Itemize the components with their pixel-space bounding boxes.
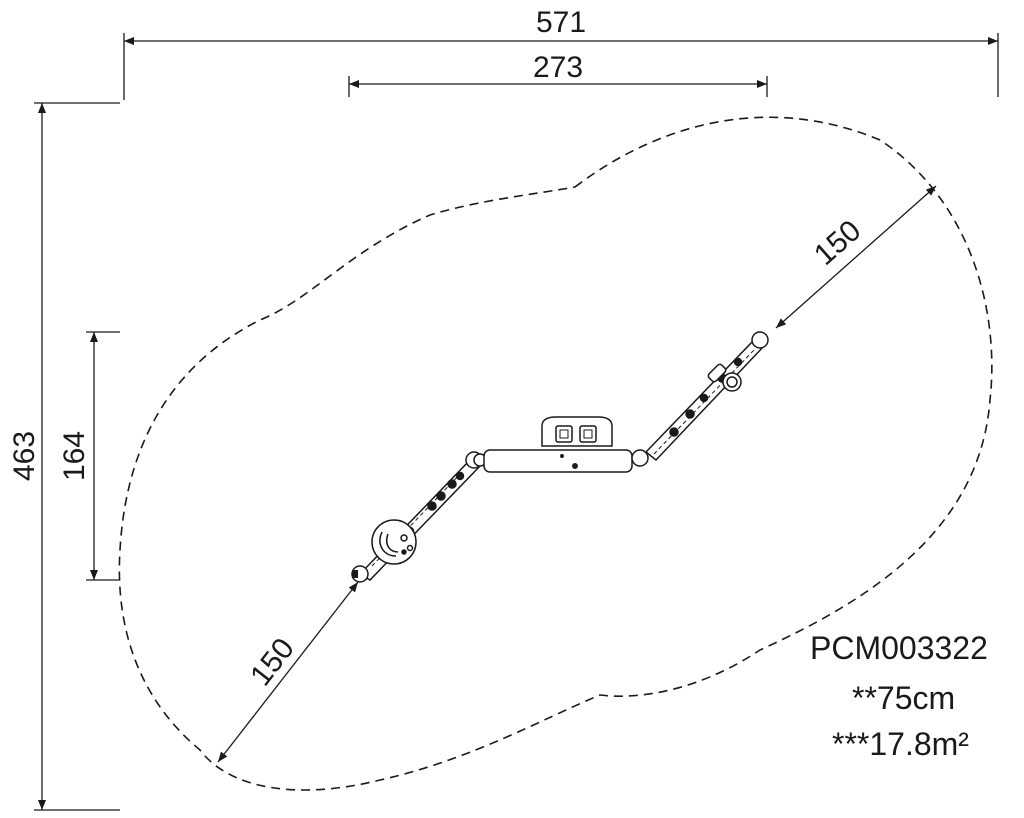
- ring-handle: [707, 363, 742, 392]
- dimension-label-150-bottom: 150: [244, 632, 301, 692]
- central-platform: [483, 449, 633, 473]
- activity-panel: [541, 416, 613, 447]
- dimension-label-273: 273: [533, 51, 583, 84]
- dimension-label-164: 164: [58, 431, 91, 481]
- dimension-overall-height: [34, 102, 120, 811]
- product-code: PCM003322: [810, 630, 988, 666]
- dimension-safety-zone-top-right: [775, 185, 937, 329]
- dimension-safety-zone-bottom-left: [217, 581, 359, 763]
- right-end-post: [751, 331, 769, 349]
- dimension-equipment-width: [348, 76, 768, 97]
- safety-zone-outline: [118, 116, 993, 791]
- safety-area: ***17.8m²: [832, 726, 969, 762]
- dimension-label-571: 571: [536, 6, 586, 39]
- dimension-equipment-height: [86, 331, 120, 581]
- dimension-label-150-top: 150: [808, 214, 867, 272]
- dimension-overall-width: [123, 33, 999, 100]
- play-equipment-top-view: [351, 331, 769, 583]
- steering-wheel-panel: [371, 519, 417, 565]
- dimension-label-463: 463: [8, 431, 41, 481]
- fall-height: **75cm: [852, 680, 956, 716]
